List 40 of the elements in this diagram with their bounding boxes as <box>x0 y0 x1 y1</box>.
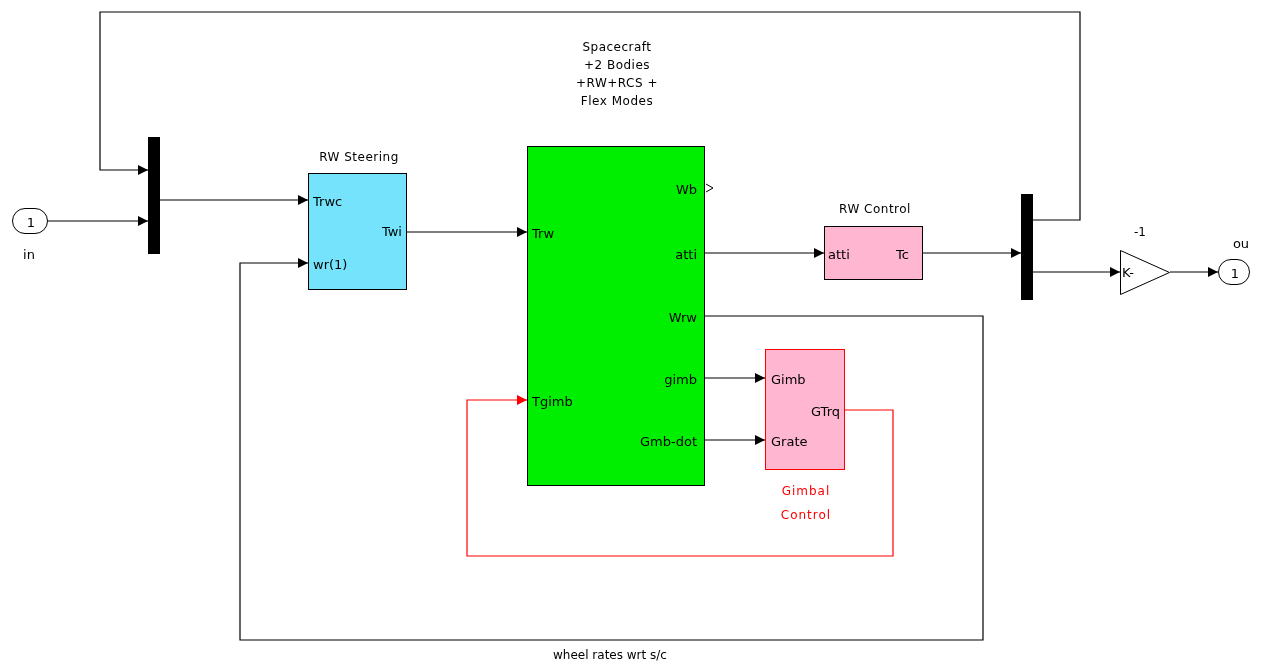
block-caption: Gimbal Control <box>779 483 833 524</box>
signal-arrow <box>99 11 1081 221</box>
gain-value: -1 <box>1134 224 1146 240</box>
port-label: Tc <box>896 246 909 262</box>
signal-arrow <box>704 435 766 445</box>
port-label: Trw <box>532 225 554 241</box>
port-label: GTrq <box>811 403 840 419</box>
port-label: Gmb-dot <box>640 433 697 449</box>
signal-arrow <box>922 248 1022 258</box>
port-number: 1 <box>1230 265 1240 281</box>
signal-arrow <box>1169 267 1219 277</box>
signal-arrow <box>466 395 894 557</box>
port-label: Wb <box>675 181 697 197</box>
port-label: gimb <box>664 371 697 387</box>
port-label: Trwc <box>313 193 343 209</box>
block-title: Spacecraft +2 Bodies +RW+RCS + Flex Modes <box>575 38 659 110</box>
signal-arrow <box>704 248 825 258</box>
port-label: Grate <box>771 433 808 449</box>
port-label: Gimb <box>771 371 806 387</box>
signal-arrow <box>1032 267 1121 277</box>
block-title: RW Steering <box>319 149 399 165</box>
port-label: Tgimb <box>532 393 573 409</box>
block-title: RW Control <box>839 201 911 217</box>
port-name: ou <box>1232 235 1250 251</box>
signal-arrow <box>47 216 149 226</box>
signal-arrow <box>159 195 309 205</box>
mux-bar <box>1021 194 1033 300</box>
port-label: Wrw <box>668 309 697 325</box>
port-label: Twi <box>381 223 402 239</box>
signal-arrow <box>406 227 528 237</box>
gain-label: K- <box>1122 264 1134 280</box>
port-label: wr(1) <box>313 256 348 272</box>
mux-bar <box>148 137 160 254</box>
signal-arrow <box>239 258 984 641</box>
signal-arrow <box>704 373 766 383</box>
port-label: atti <box>675 246 697 262</box>
port-number: 1 <box>26 214 36 230</box>
edge-label: wheel rates wrt s/c <box>553 647 667 663</box>
port-name: in <box>23 246 35 262</box>
port-label: atti <box>828 246 850 262</box>
